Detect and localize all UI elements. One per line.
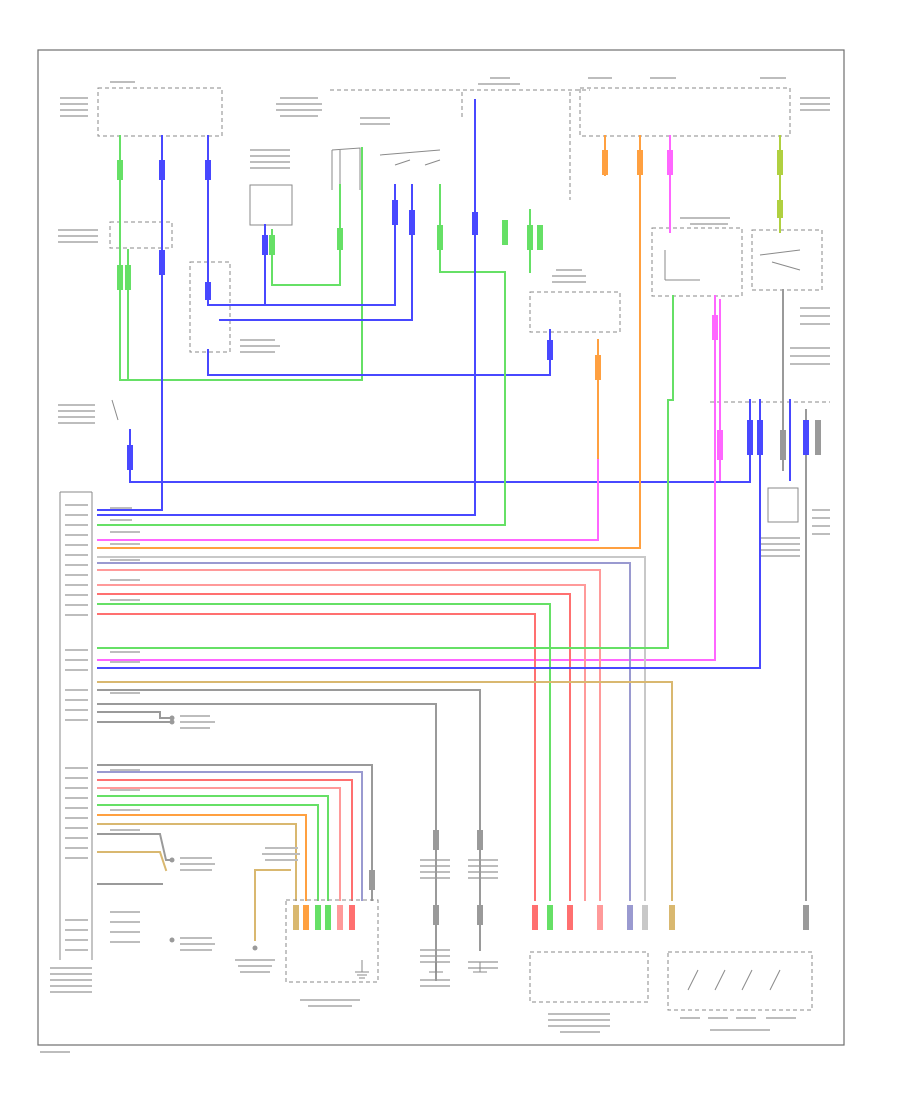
pattern-select-switch (667, 951, 813, 1011)
top-components (58, 77, 830, 557)
sensor-ground-upper (169, 715, 215, 729)
oxygen-sensor-right (468, 799, 498, 969)
right-small-component-labels (760, 509, 830, 557)
pattern-switch-contacts (680, 969, 796, 1031)
throttle-sensor-labels (262, 847, 300, 861)
wire-blue-center (207, 135, 396, 306)
relay-right-labels (680, 217, 830, 365)
junction-block-center-labels (552, 269, 586, 283)
relay-box-left (249, 184, 293, 226)
small-connector-center-labels (240, 339, 280, 353)
ecu-wire-color-labels (110, 507, 140, 943)
fuse-box-right (579, 87, 791, 137)
relay-coil-icon (664, 249, 801, 281)
fuse-box-left-labels (60, 81, 135, 117)
bottom-components (169, 715, 813, 1033)
combination-meter (529, 951, 649, 1003)
small-connector-center (189, 261, 231, 353)
junction-block-center (529, 291, 621, 333)
junction-connector-left (109, 221, 173, 249)
stop-light-switch-icon (111, 399, 119, 421)
switch-contact-icon (379, 149, 441, 166)
wire-green-left (119, 135, 363, 381)
oxygen-sensor-left (420, 799, 450, 987)
relay-box-right (651, 227, 743, 297)
engine-control-module (50, 491, 140, 993)
stop-light-switch-labels (58, 404, 95, 424)
wire-gray-bus (97, 556, 646, 901)
wires (97, 99, 807, 941)
connector-icons (117, 150, 821, 930)
knock-sensor-2 (169, 937, 215, 951)
diagram-frame (37, 49, 845, 1046)
knock-sensor-1 (169, 857, 215, 871)
fuse-box-left (97, 87, 223, 137)
combination-meter-labels (548, 1013, 610, 1033)
relay-box-far-right (751, 229, 823, 291)
throttle-body-motor (285, 899, 379, 983)
wire-lower-gray (97, 764, 373, 901)
right-small-component (767, 487, 799, 523)
ignition-switch-icon (331, 147, 361, 190)
sensor-ground-lower (235, 945, 275, 973)
fuse-box-right-labels (588, 77, 830, 111)
ground-symbol-icon (355, 960, 487, 979)
junction-connector-left-labels (58, 229, 98, 243)
center-top-labels (250, 97, 390, 169)
ecu-pin-labels (50, 504, 92, 993)
wire-green-center (271, 184, 341, 286)
